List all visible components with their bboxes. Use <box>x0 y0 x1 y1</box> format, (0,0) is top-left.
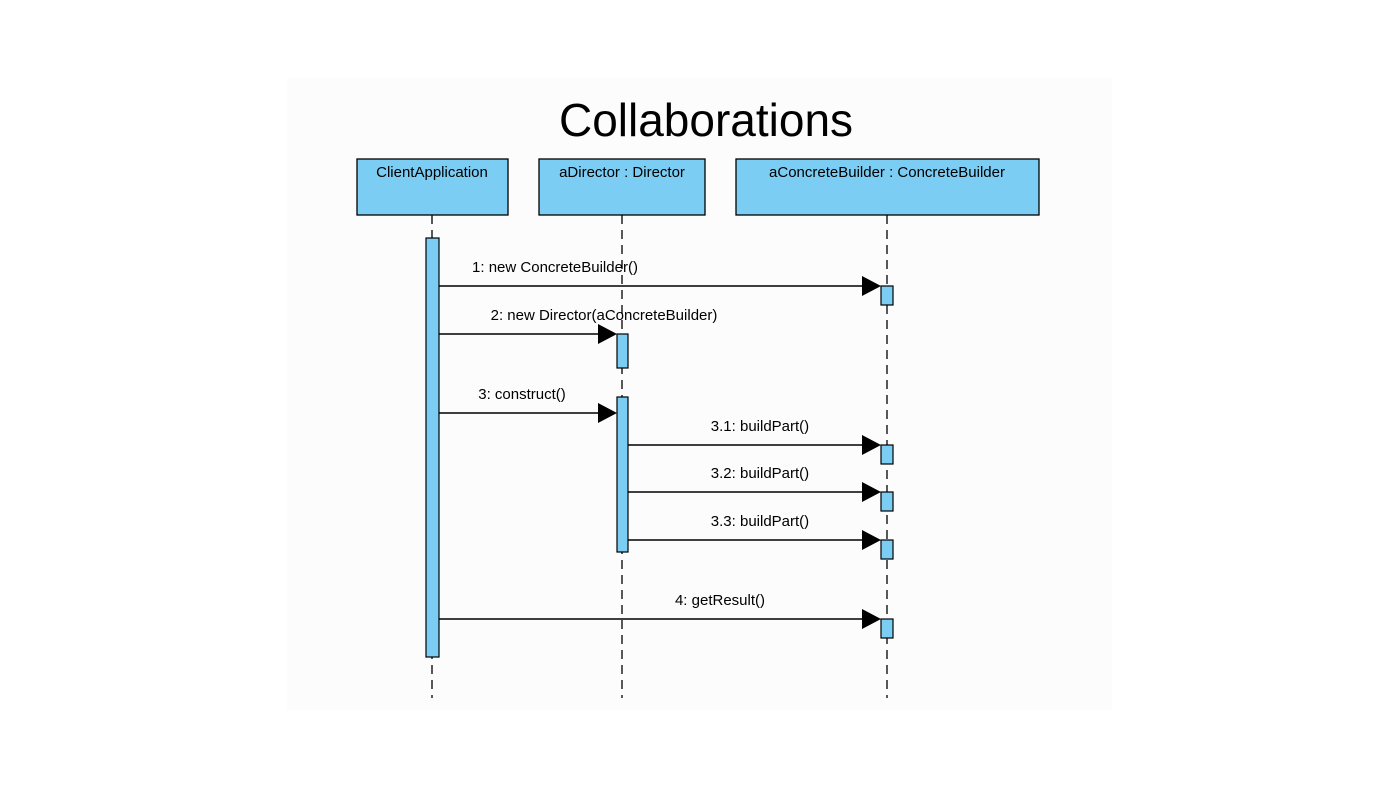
arrowhead-icon <box>862 276 881 296</box>
message-1[interactable]: 1: new ConcreteBuilder() <box>439 259 881 296</box>
lifeline-head-box[interactable] <box>735 158 1040 216</box>
activation-builder-3 <box>880 491 894 512</box>
activation-client <box>425 237 440 658</box>
activation-builder-1 <box>880 285 894 306</box>
message-label: 1: new ConcreteBuilder() <box>472 259 638 276</box>
message-label: 2: new Director(aConcreteBuilder) <box>491 307 718 324</box>
lifeline-label: ClientApplication <box>376 164 488 181</box>
activation-builder-2 <box>880 444 894 465</box>
lifeline-director: aDirector : Director <box>538 158 706 698</box>
activation-builder-5 <box>880 618 894 639</box>
arrowhead-icon <box>598 403 617 423</box>
activation-builder-4 <box>880 539 894 560</box>
arrowhead-icon <box>862 609 881 629</box>
activation-director-2 <box>616 396 629 553</box>
page-title: Collaborations <box>558 94 854 146</box>
message-2[interactable]: 2: new Director(aConcreteBuilder) <box>439 307 717 344</box>
arrowhead-icon <box>862 482 881 502</box>
message-7[interactable]: 4: getResult() <box>439 592 881 629</box>
arrowhead-icon <box>862 435 881 455</box>
message-label: 3.1: buildPart() <box>711 418 809 435</box>
message-6[interactable]: 3.3: buildPart() <box>628 513 881 550</box>
activation-director-1 <box>616 333 629 369</box>
message-5[interactable]: 3.2: buildPart() <box>628 465 881 502</box>
arrowhead-icon <box>862 530 881 550</box>
message-label: 3: construct() <box>478 386 566 403</box>
lifeline-label: aConcreteBuilder : ConcreteBuilder <box>769 164 1005 181</box>
message-label: 3.2: buildPart() <box>711 465 809 482</box>
lifeline-builder: aConcreteBuilder : ConcreteBuilder <box>735 158 1040 698</box>
message-label: 4: getResult() <box>675 592 765 609</box>
lifeline-head-box[interactable] <box>538 158 706 216</box>
lifeline-label: aDirector : Director <box>559 164 685 181</box>
arrowhead-icon <box>598 324 617 344</box>
message-3[interactable]: 3: construct() <box>439 386 617 423</box>
message-label: 3.3: buildPart() <box>711 513 809 530</box>
message-4[interactable]: 3.1: buildPart() <box>628 418 881 455</box>
lifeline-head-box[interactable] <box>356 158 509 216</box>
